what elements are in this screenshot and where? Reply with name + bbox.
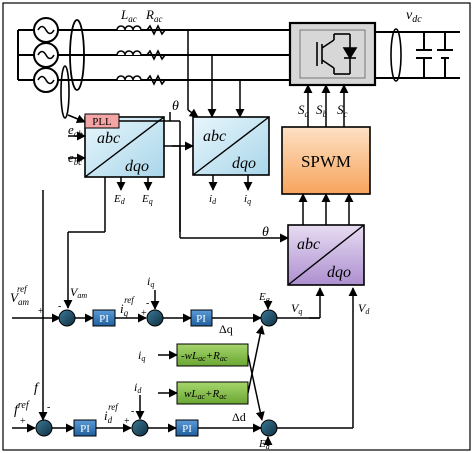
svg-text:dqo: dqo — [327, 264, 351, 281]
theta-label: θ — [172, 99, 179, 114]
svg-text:wLac+Rac: wLac+Rac — [184, 388, 227, 401]
current-sensor-icon — [69, 19, 85, 91]
dc-capacitor-icon — [416, 32, 453, 78]
delta-d-label: Δd — [232, 410, 246, 424]
svg-text:PI: PI — [99, 313, 109, 325]
eq-output-label: Eq — [141, 193, 153, 206]
id-ref-label: idref — [104, 402, 119, 425]
igbt-switch-icon — [288, 21, 377, 87]
sa-label: Sa — [298, 102, 310, 119]
sb-label: Sb — [316, 102, 328, 119]
ebc-label: ebc — [68, 150, 82, 167]
svg-text:dqo: dqo — [232, 155, 256, 172]
signal-wires — [38, 30, 354, 421]
vd-label: Vd — [358, 301, 370, 316]
resistor-icon — [146, 24, 166, 86]
plus-sign: + — [38, 306, 44, 317]
pi-controller-block: PI — [175, 419, 199, 437]
ed-output-label: Ed — [113, 193, 126, 206]
dc-voltage-label: vdc — [406, 8, 422, 25]
pi-controller-block: PI — [73, 419, 97, 437]
delta-q-label: Δq — [219, 322, 233, 336]
resistance-label: Rac — [145, 7, 162, 24]
current-abc-dqo-block: abc dqo — [192, 116, 270, 176]
ac-source-icon — [33, 42, 59, 68]
sc-label: Sc — [337, 102, 348, 119]
svg-text:PI: PI — [182, 423, 192, 435]
theta-label: θ — [262, 225, 269, 240]
vq-label: Vq — [291, 301, 302, 316]
dec-id-label: id — [134, 380, 142, 395]
iq-label: iq — [147, 274, 154, 289]
pi-controller-block: PI — [92, 309, 116, 327]
sum-node-f — [35, 419, 53, 437]
plus-sign: + — [124, 416, 130, 427]
svg-text:abc: abc — [97, 130, 120, 147]
svg-text:-wLac+Rac: -wLac+Rac — [181, 350, 228, 363]
plus-sign: + — [141, 308, 147, 319]
sum-node-iq — [146, 309, 164, 327]
decoupling-block-d: wLac+Rac — [176, 381, 249, 405]
ac-source-icon — [33, 67, 59, 93]
svg-text:SPWM: SPWM — [301, 152, 351, 171]
dec-iq-label: iq — [138, 348, 145, 363]
vam-ref-label: Vamref — [10, 284, 29, 307]
sum-node-vam — [58, 309, 76, 327]
control-wires — [12, 287, 358, 446]
pi-controller-block: PI — [190, 309, 213, 327]
ed-label: Ed — [258, 438, 271, 451]
id-output-label: id — [209, 193, 217, 206]
svg-text:PI: PI — [80, 423, 90, 435]
inductance-label: Lac — [120, 7, 137, 24]
minus-sign: - — [146, 298, 149, 309]
svg-text:PLL: PLL — [92, 116, 112, 128]
f-ref-label: fref — [14, 400, 30, 418]
minus-sign: - — [131, 406, 134, 417]
decoupling-block-q: -wLac+Rac — [176, 343, 249, 367]
eq-label: Eq — [258, 291, 270, 304]
svg-text:PI: PI — [196, 313, 206, 325]
ac-source-icon — [33, 17, 59, 43]
vam-label: Vam — [70, 285, 87, 300]
iq-output-label: iq — [244, 193, 251, 206]
sum-node-vd — [260, 419, 278, 437]
minus-sign: - — [47, 402, 50, 413]
dc-sensor-icon — [390, 28, 402, 82]
eab-label: eab — [68, 122, 83, 139]
sum-node-vq — [260, 309, 278, 327]
svg-text:abc: abc — [297, 236, 320, 253]
f-label: f — [34, 381, 40, 396]
inverse-abc-dqo-block: abc dqo — [287, 224, 365, 286]
svg-text:dqo: dqo — [125, 158, 149, 175]
plus-sign: + — [20, 416, 26, 427]
voltage-sensor-icon — [60, 65, 70, 119]
pll-block: PLL — [84, 113, 120, 129]
minus-sign: - — [58, 301, 61, 312]
inductor-icon — [116, 25, 142, 81]
power-stage — [17, 29, 460, 81]
svg-text:abc: abc — [203, 128, 226, 145]
iq-ref-label: iqref — [120, 295, 135, 318]
spwm-block: SPWM — [281, 126, 371, 195]
sum-node-id — [131, 419, 149, 437]
